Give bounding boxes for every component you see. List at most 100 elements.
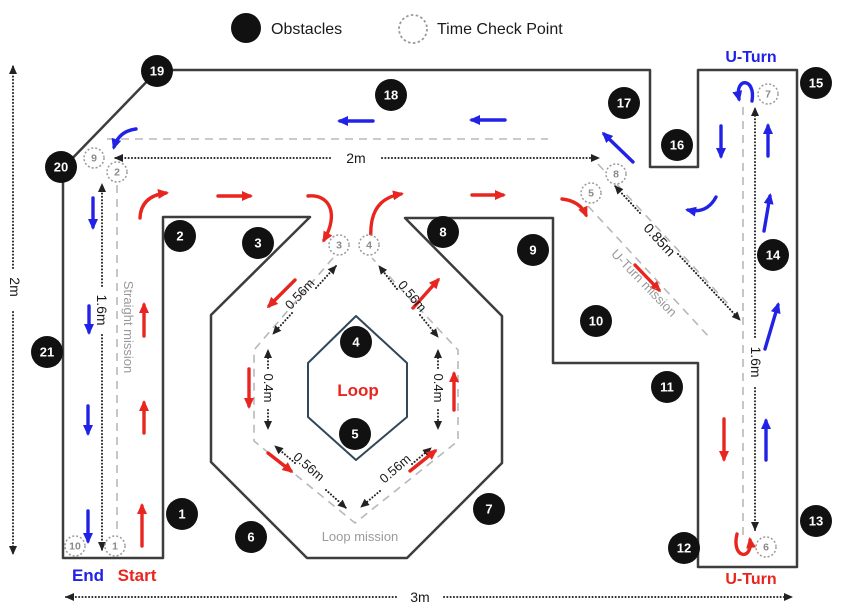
loop-mission-path	[253, 257, 459, 525]
svg-text:16: 16	[670, 138, 684, 153]
dim-056-ur-b	[419, 314, 439, 338]
uturn-diagonal-path-2	[587, 205, 711, 339]
dim-04-left-label: 0.4m	[261, 374, 276, 403]
outer-inner-wall	[61, 68, 799, 569]
obstacle-7: 7	[473, 493, 505, 525]
checkpoint-6: 6	[755, 536, 777, 558]
obstacle-13: 13	[800, 505, 832, 537]
svg-text:7: 7	[765, 89, 771, 101]
checkpoint-4: 4	[358, 234, 380, 256]
obstacle-18: 18	[375, 79, 407, 111]
obstacle-19: 19	[141, 55, 173, 87]
svg-text:5: 5	[588, 188, 594, 200]
loop-label: Loop	[337, 381, 379, 400]
svg-text:3: 3	[254, 236, 261, 251]
svg-text:13: 13	[809, 514, 823, 529]
obstacle-16: 16	[661, 129, 693, 161]
dim-16m-right-label: 1.6m	[748, 346, 764, 377]
svg-text:2: 2	[114, 167, 120, 179]
checkpoint-2: 2	[106, 161, 128, 183]
svg-text:10: 10	[69, 541, 81, 553]
svg-text:4: 4	[366, 240, 372, 252]
legend-obstacle-icon	[231, 13, 261, 43]
dim-085m-label: 0.85m	[641, 220, 679, 259]
checkpoint-8: 8	[605, 163, 627, 185]
svg-text:3: 3	[336, 240, 342, 252]
blue-uturn-arrow	[732, 81, 755, 103]
legend: Obstacles Time Check Point	[231, 13, 563, 44]
obstacle-2: 2	[164, 220, 196, 252]
checkpoint-5: 5	[580, 182, 602, 204]
svg-text:9: 9	[91, 153, 97, 165]
obstacle-12: 12	[668, 532, 700, 564]
dim-056-ll-a	[274, 445, 296, 464]
dim-2m-top-label: 2m	[346, 150, 365, 166]
dim-056-ul-a	[315, 265, 337, 289]
obstacle-6: 6	[235, 521, 267, 553]
svg-text:9: 9	[529, 243, 536, 258]
checkpoint-10: 10	[64, 535, 86, 557]
svg-text:14: 14	[766, 248, 781, 263]
checkpoint-9: 9	[83, 147, 105, 169]
red-arrow	[411, 277, 440, 310]
uturn-bottom-label: U-Turn	[725, 571, 776, 588]
checkpoint-3: 3	[328, 234, 350, 256]
straight-mission-label: Straight mission	[121, 281, 136, 373]
red-arrow	[633, 263, 662, 293]
red-arrow	[266, 278, 297, 309]
blue-arrow	[111, 127, 138, 150]
checkpoints: 1 2 3 4 5 6 7 8 9 10	[64, 83, 779, 558]
end-label: End	[72, 566, 104, 585]
dim-056-ll-label: 0.56m	[290, 449, 327, 484]
obstacle-20: 20	[45, 151, 77, 183]
svg-text:21: 21	[40, 345, 54, 360]
svg-text:10: 10	[589, 314, 603, 329]
svg-text:2: 2	[176, 229, 183, 244]
checkpoint-1: 1	[104, 535, 126, 557]
svg-text:1: 1	[178, 507, 185, 522]
red-arrow	[560, 197, 588, 218]
svg-text:20: 20	[54, 160, 68, 175]
blue-arrow	[762, 193, 774, 233]
red-route-arrows	[137, 188, 757, 557]
dim-056-ll-b	[325, 489, 347, 509]
legend-obstacles-label: Obstacles	[271, 21, 342, 38]
obstacle-4: 4	[340, 326, 372, 358]
svg-text:19: 19	[150, 64, 164, 79]
obstacle-21: 21	[31, 336, 63, 368]
obstacle-11: 11	[651, 371, 683, 403]
svg-text:4: 4	[352, 335, 360, 350]
obstacle-5: 5	[339, 418, 371, 450]
svg-text:5: 5	[351, 427, 358, 442]
blue-route-arrows	[83, 81, 781, 544]
dim-085m-a	[614, 185, 641, 214]
dim-2m-left-label: 2m	[7, 277, 23, 296]
svg-text:6: 6	[247, 530, 254, 545]
obstacle-1: 1	[166, 498, 198, 530]
svg-text:17: 17	[617, 96, 631, 111]
red-arrow	[266, 451, 294, 473]
checkpoint-7: 7	[757, 83, 779, 105]
obstacle-14: 14	[757, 239, 789, 271]
obstacle-3: 3	[242, 227, 274, 259]
red-arrow	[408, 449, 438, 473]
dim-3m-label: 3m	[410, 589, 429, 605]
svg-text:12: 12	[677, 541, 691, 556]
obstacle-17: 17	[608, 87, 640, 119]
uturn-top-label: U-Turn	[725, 49, 776, 66]
svg-text:8: 8	[613, 169, 619, 181]
dim-085m-b	[677, 253, 741, 321]
obstacle-10: 10	[580, 305, 612, 337]
start-label: Start	[118, 566, 157, 585]
dim-056-ul-b	[272, 312, 293, 335]
obstacle-15: 15	[800, 67, 832, 99]
dim-056-lr-a	[360, 490, 381, 508]
svg-text:7: 7	[485, 502, 492, 517]
svg-text:18: 18	[384, 88, 398, 103]
obstacles: 1 2 3 4 5 6 7 8 9 10 11 12 13 14 15 16 1…	[31, 55, 832, 564]
red-uturn-arrow	[734, 532, 757, 557]
dashed-paths	[107, 107, 744, 538]
dim-04-right-label: 0.4m	[431, 374, 446, 403]
blue-arrow	[763, 302, 781, 351]
legend-checkpoint-label: Time Check Point	[437, 21, 563, 38]
